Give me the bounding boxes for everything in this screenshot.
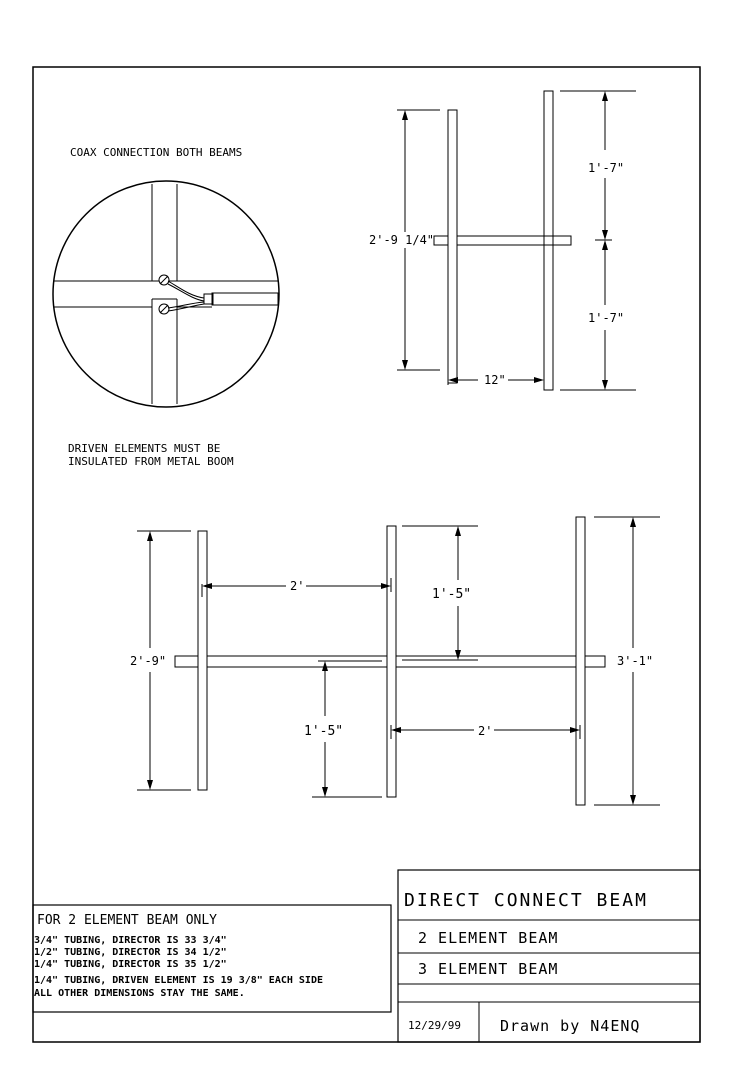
notes-border xyxy=(32,904,392,1013)
title-block-date: 12/29/99 xyxy=(408,1019,461,1032)
three-el-top-spacing: 2' xyxy=(290,579,304,593)
two-el-right-element xyxy=(543,90,554,391)
three-el-bottom-spacing: 2' xyxy=(478,724,492,738)
notes-heading: FOR 2 ELEMENT BEAM ONLY xyxy=(37,913,217,928)
three-el-left-element xyxy=(197,530,208,791)
coax-connection-detail: COAX CONNECTION BOTH BEAMS DRIVEN ELEMEN… xyxy=(52,146,280,468)
two-el-boom xyxy=(433,235,572,246)
two-el-spacing: 12" xyxy=(484,373,506,387)
coax-note-line1: DRIVEN ELEMENTS MUST BE xyxy=(68,442,220,455)
two-el-left-element xyxy=(447,109,458,384)
notes-line: ALL OTHER DIMENSIONS STAY THE SAME. xyxy=(34,988,245,999)
sheet-border xyxy=(32,66,701,1043)
notes-line: 1/4" TUBING, DRIVEN ELEMENT IS 19 3/8" E… xyxy=(34,975,323,986)
coax-heading: COAX CONNECTION BOTH BEAMS xyxy=(70,146,242,159)
title-block-drawn-by: Drawn by N4ENQ xyxy=(500,1017,640,1035)
three-el-upper-half: 1'-5" xyxy=(432,587,471,602)
coax-detail-circle xyxy=(52,180,280,408)
notes-line: 3/4" TUBING, DIRECTOR IS 33 3/4" xyxy=(34,935,227,946)
title-block: DIRECT CONNECT BEAM 2 ELEMENT BEAM 3 ELE… xyxy=(397,869,701,1043)
three-el-lower-half: 1'-5" xyxy=(304,724,343,739)
title-block-line2: 3 ELEMENT BEAM xyxy=(418,960,558,978)
two-element-beam: 2'-9 1/4" 1'-7" 1'-7" 12" xyxy=(369,90,636,391)
three-el-right-element xyxy=(575,516,586,806)
title-block-border xyxy=(397,869,701,1043)
title-block-line1: 2 ELEMENT BEAM xyxy=(418,929,558,947)
coax-cable xyxy=(211,292,279,306)
two-el-lower-half: 1'-7" xyxy=(588,311,624,325)
three-el-left-length: 2'-9" xyxy=(130,654,166,668)
notes-line: 1/4" TUBING, DIRECTOR IS 35 1/2" xyxy=(34,959,227,970)
notes-line: 1/2" TUBING, DIRECTOR IS 34 1/2" xyxy=(34,947,227,958)
title-block-title: DIRECT CONNECT BEAM xyxy=(404,890,648,911)
three-el-right-length: 3'-1" xyxy=(617,654,653,668)
notes-box: FOR 2 ELEMENT BEAM ONLY 3/4" TUBING, DIR… xyxy=(32,904,392,1013)
coax-note-line2: INSULATED FROM METAL BOOM xyxy=(68,455,234,468)
three-el-middle-element xyxy=(386,525,397,798)
two-el-upper-half: 1'-7" xyxy=(588,161,624,175)
two-el-element-length: 2'-9 1/4" xyxy=(369,233,434,247)
three-element-beam: 2'-9" 2' 1'-5" 1'-5" 2' xyxy=(130,516,660,806)
